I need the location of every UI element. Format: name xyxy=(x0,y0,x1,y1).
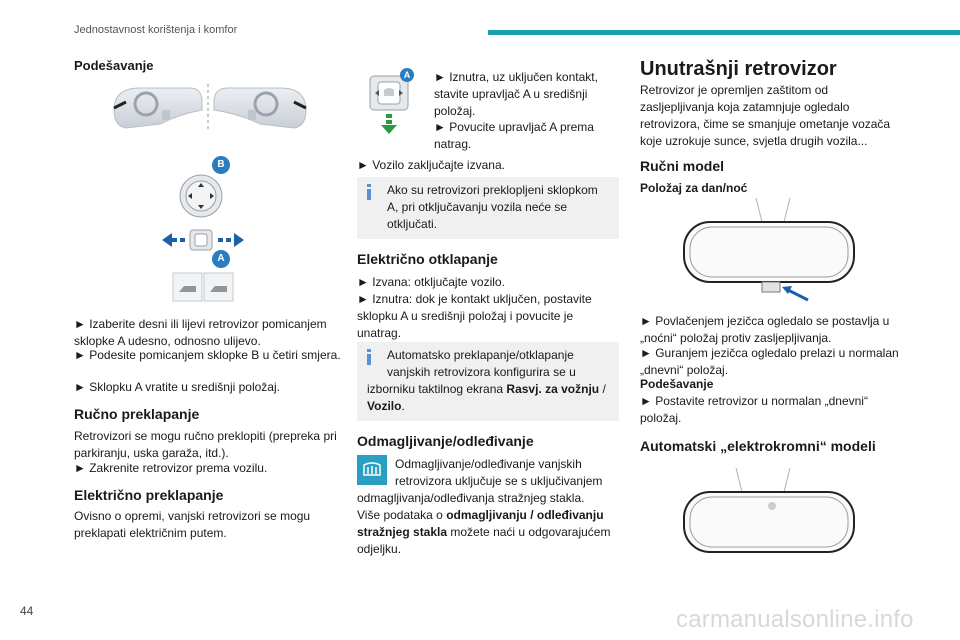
para-inside-center: ► Iznutra, uz uključen kontakt, stavite … xyxy=(434,70,598,118)
para-select-mirror: ► Izaberite desni ili lijevi retrovizor … xyxy=(74,317,327,348)
info-icon xyxy=(365,349,373,365)
info-line1: Automatsko preklapanje/otklapanje xyxy=(387,348,574,362)
label-a-badge-2: A xyxy=(400,68,414,82)
mirrors-illustration xyxy=(100,80,320,136)
para-manual-rotate: ► Zakrenite retrovizor prema vozilu. xyxy=(74,461,268,475)
label-a-badge: A xyxy=(212,250,230,268)
para-defog-more: Više podataka o odmagljivanju / odleđiva… xyxy=(357,508,611,556)
auto-mirror-illustration xyxy=(680,466,860,558)
info-icon xyxy=(365,184,373,200)
para-intro: Retrovizor je opremljen zaštitom od zasl… xyxy=(640,83,891,148)
para-unfold-inside: ► Iznutra: dok je kontakt uključen, post… xyxy=(357,292,592,340)
para-defog-line3: odmagljivanja/odleđivanja stražnjeg stak… xyxy=(357,491,585,505)
heading-podesavanje: Podešavanje xyxy=(74,58,154,73)
info-box-auto: Automatsko preklapanje/otklapanje vanjsk… xyxy=(357,342,619,421)
para-electric-fold: Ovisno o opremi, vanjski retrovizori se … xyxy=(74,509,311,540)
heading-elektricno-preklapanje: Električno preklapanje xyxy=(74,487,224,503)
para-adjust: ► Postavite retrovizor u normalan „dnevn… xyxy=(640,394,868,425)
para-defog-line2: retrovizora uključuje se s uključivanjem xyxy=(395,474,603,488)
para-manual-fold: Retrovizori se mogu ručno preklopiti (pr… xyxy=(74,429,337,460)
heading-elektricno-otklapanje: Električno otklapanje xyxy=(357,251,498,267)
heading-rucni-model: Ručni model xyxy=(640,158,725,174)
running-header: Jednostavnost korištenja i komfor xyxy=(74,24,238,36)
rear-defrost-icon xyxy=(357,455,387,485)
para-defog-line1: Odmagljivanje/odleđivanje vanjskih xyxy=(395,457,582,471)
para-adjust-b: ► Podesite pomicanjem sklopke B u četiri… xyxy=(74,348,341,362)
para-lock-outside: ► Vozilo zaključajte izvana. xyxy=(357,158,505,172)
info-line2: vanjskih retrovizora konfigurira se u xyxy=(387,365,576,379)
sub-day-night: Položaj za dan/noć xyxy=(640,181,748,195)
label-b-badge: B xyxy=(212,156,230,174)
heading-odmagljivanje: Odmagljivanje/odleđivanje xyxy=(357,433,534,449)
manual-mirror-illustration xyxy=(680,196,860,306)
para-return-a: ► Sklopku A vratite u središnji položaj. xyxy=(74,380,280,394)
mirror-selector-icons xyxy=(172,272,234,302)
joystick-b-illustration xyxy=(160,156,260,268)
header-accent-bar xyxy=(488,30,960,35)
para-inside-pull: ► Povucite upravljač A prema natrag. xyxy=(434,120,594,151)
para-unfold-outside: ► Izvana: otključajte vozilo. xyxy=(357,275,505,289)
watermark: carmanualsonline.info xyxy=(676,606,914,633)
heading-rucno-preklapanje: Ručno preklapanje xyxy=(74,406,200,422)
switch-a-pull-illustration xyxy=(364,68,418,136)
info-text-fold: Ako su retrovizori preklopljeni sklopkom… xyxy=(387,183,598,231)
info-line3: izborniku taktilnog ekrana Rasvj. za vož… xyxy=(367,382,606,413)
heading-unutarnji-retrovizor: Unutrašnji retrovizor xyxy=(640,58,837,80)
sub-adjust: Podešavanje xyxy=(640,377,714,391)
info-box-fold: Ako su retrovizori preklopljeni sklopkom… xyxy=(357,177,619,239)
para-day: ► Guranjem jezičca ogledalo prelazi u no… xyxy=(640,346,899,377)
heading-auto-electrochromic: Automatski „elektrokromni“ modeli xyxy=(640,438,876,454)
page-number: 44 xyxy=(20,604,34,618)
para-night: ► Povlačenjem jezičca ogledalo se postav… xyxy=(640,314,890,345)
